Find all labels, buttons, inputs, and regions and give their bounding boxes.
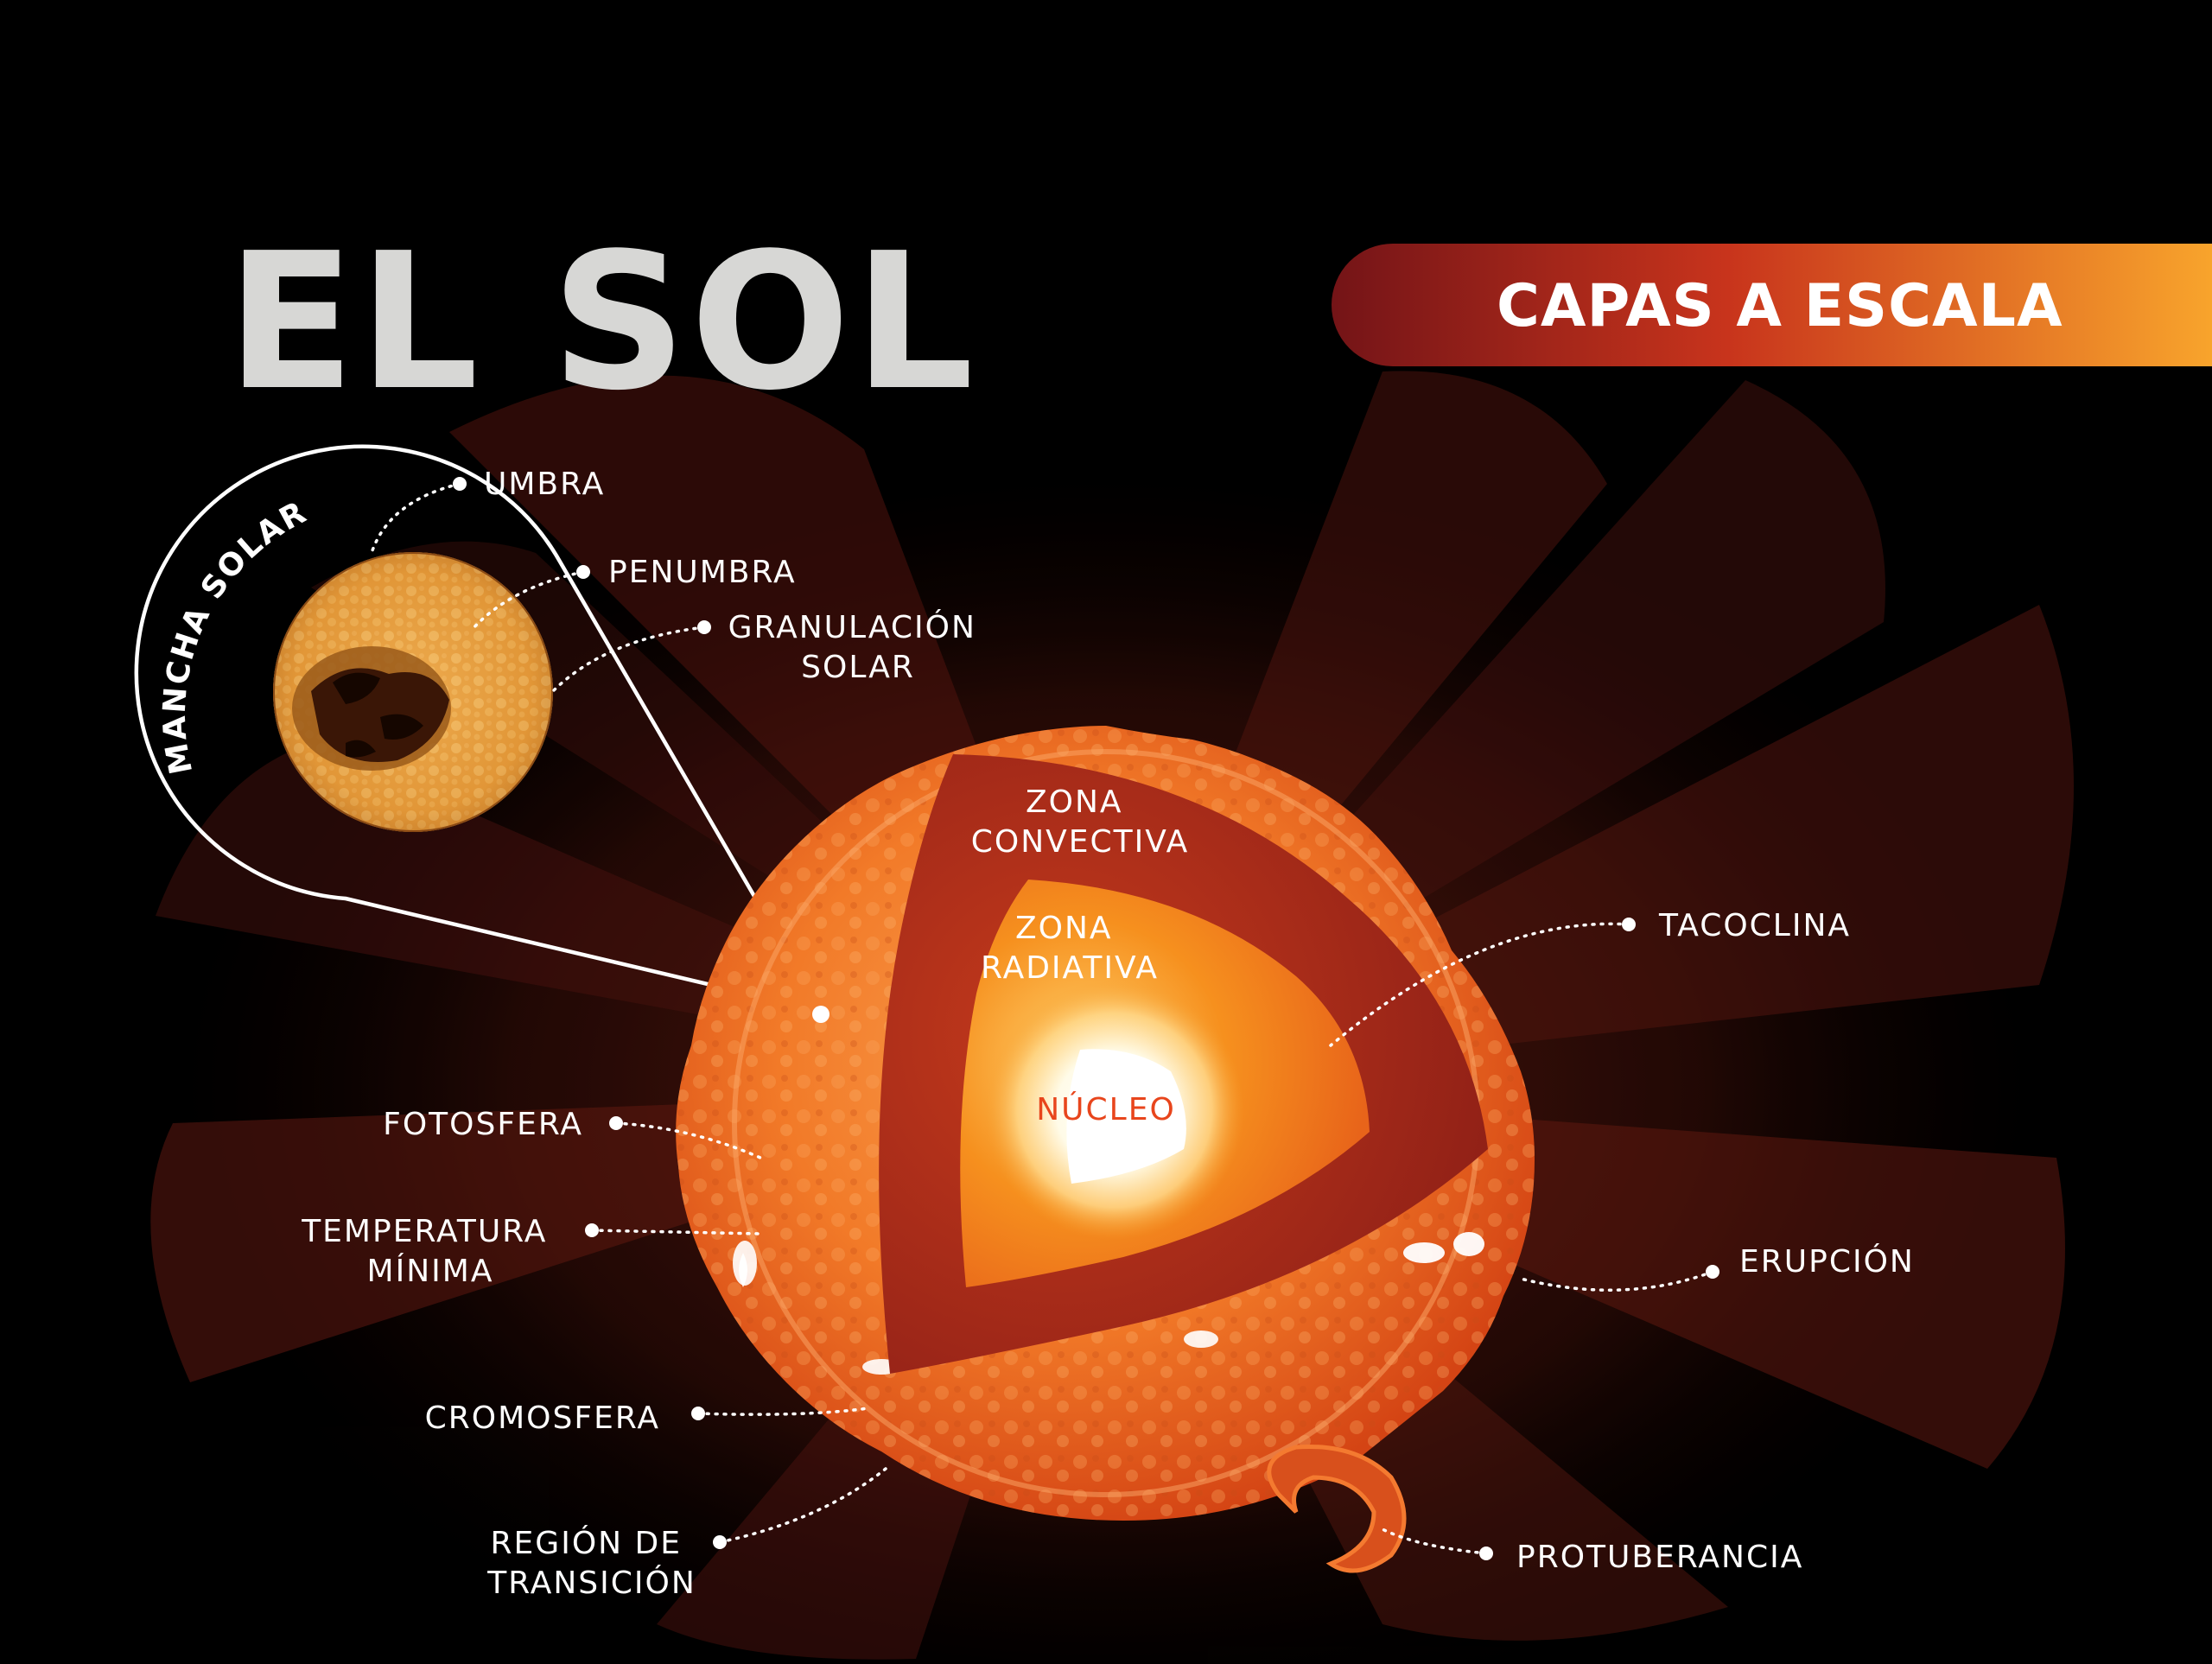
banner-text: CAPAS A ESCALA xyxy=(1497,272,2063,340)
leader-dots xyxy=(453,477,1719,1560)
label-cromosfera: CROMOSFERA xyxy=(425,1400,660,1436)
label-erupcion: ERUPCIÓN xyxy=(1739,1243,1915,1280)
label-zona-convectiva: ZONA CONVECTIVA xyxy=(971,784,1189,860)
label-fotosfera: FOTOSFERA xyxy=(383,1107,583,1142)
label-umbra: UMBRA xyxy=(484,467,605,502)
page-title: EL SOL xyxy=(226,213,977,432)
label-protuberancia: PROTUBERANCIA xyxy=(1516,1540,1803,1575)
sunspot-inset xyxy=(273,552,553,832)
label-granulacion-solar: GRANULACIÓN SOLAR xyxy=(728,609,988,685)
subtitle-banner: CAPAS A ESCALA xyxy=(1332,244,2212,366)
sunspot-callout-outline xyxy=(134,444,823,1013)
label-tacoclina: TACOCLINA xyxy=(1658,908,1851,943)
label-nucleo: NÚCLEO xyxy=(1036,1091,1176,1127)
label-region-de-transicion: REGIÓN DE TRANSICIÓN xyxy=(486,1525,696,1601)
sunspot-anchor-dot xyxy=(812,1006,830,1023)
label-temperatura-minima: TEMPERATURA MÍNIMA xyxy=(301,1214,559,1289)
leader-lines xyxy=(370,482,1714,1555)
label-penumbra: PENUMBRA xyxy=(608,555,797,590)
label-zona-radiativa: ZONA RADIATIVA xyxy=(981,911,1159,986)
